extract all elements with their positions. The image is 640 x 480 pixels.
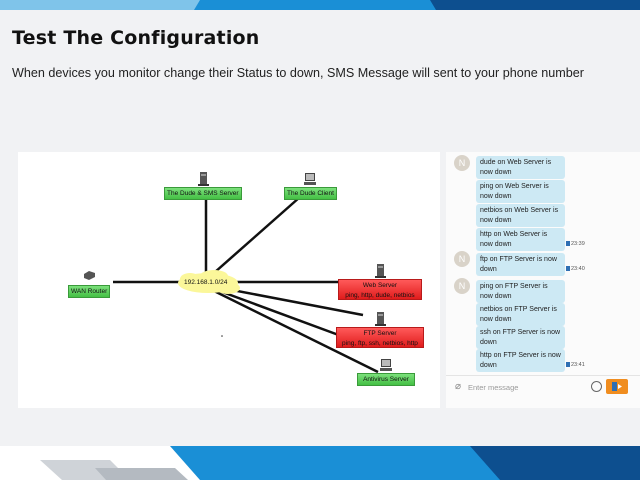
server-icon <box>373 264 387 278</box>
message-compose-bar: ⌀ <box>446 375 640 399</box>
network-map: 192.168.1.0/24 The Dude & SMS Server The… <box>18 152 440 408</box>
message-bubble: netbios on Web Server is now down <box>476 204 565 227</box>
message-time: 23:39 <box>566 241 585 247</box>
workstation-icon <box>303 172 317 186</box>
node-web-server[interactable]: Web Server ping, http, dude, netbios <box>338 264 422 300</box>
page-subtitle: When devices you monitor change their St… <box>12 66 584 80</box>
avatar: N <box>454 278 470 294</box>
network-links <box>113 196 379 374</box>
send-icon <box>612 382 622 391</box>
message-time: 23:41 <box>566 362 585 368</box>
avatar: N <box>454 155 470 171</box>
emoji-icon[interactable] <box>591 381 602 392</box>
server-icon <box>196 172 210 186</box>
message-bubble: dude on Web Server is now down <box>476 156 565 179</box>
message-time: 23:40 <box>566 266 585 272</box>
sms-chat-panel: N dude on Web Server is now down ping on… <box>446 152 640 408</box>
message-bubble: ftp on FTP Server is now down <box>476 253 565 276</box>
router-icon <box>82 270 96 284</box>
bottom-decor-bar <box>0 446 640 480</box>
node-wan-router[interactable]: WAN Router <box>68 270 110 298</box>
avatar: N <box>454 251 470 267</box>
message-bubble: ssh on FTP Server is now down <box>476 326 565 349</box>
workstation-icon <box>379 358 393 372</box>
node-dude-client[interactable]: The Dude Client <box>284 172 337 200</box>
server-icon <box>373 312 387 326</box>
send-button[interactable] <box>606 379 628 394</box>
message-bubble: ping on FTP Server is now down <box>476 280 565 303</box>
message-bubble: http on Web Server is now down <box>476 228 565 251</box>
message-bubble: http on FTP Server is now down <box>476 349 565 372</box>
paperclip-icon[interactable]: ⌀ <box>455 381 462 392</box>
node-ftp-server[interactable]: FTP Server ping, ftp, ssh, netbios, http <box>336 312 424 348</box>
page-title: Test The Configuration <box>12 27 260 49</box>
message-bubble: netbios on FTP Server is now down <box>476 303 565 326</box>
node-dude-sms-server[interactable]: The Dude & SMS Server <box>164 172 242 200</box>
message-input[interactable] <box>468 380 588 394</box>
node-antivirus-server[interactable]: Antivirus Server <box>357 358 415 386</box>
message-bubble: ping on Web Server is now down <box>476 180 565 203</box>
top-decor-bar <box>0 0 640 10</box>
subnet-label: 192.168.1.0/24 <box>184 279 228 286</box>
subnet-cloud-icon <box>178 270 240 294</box>
